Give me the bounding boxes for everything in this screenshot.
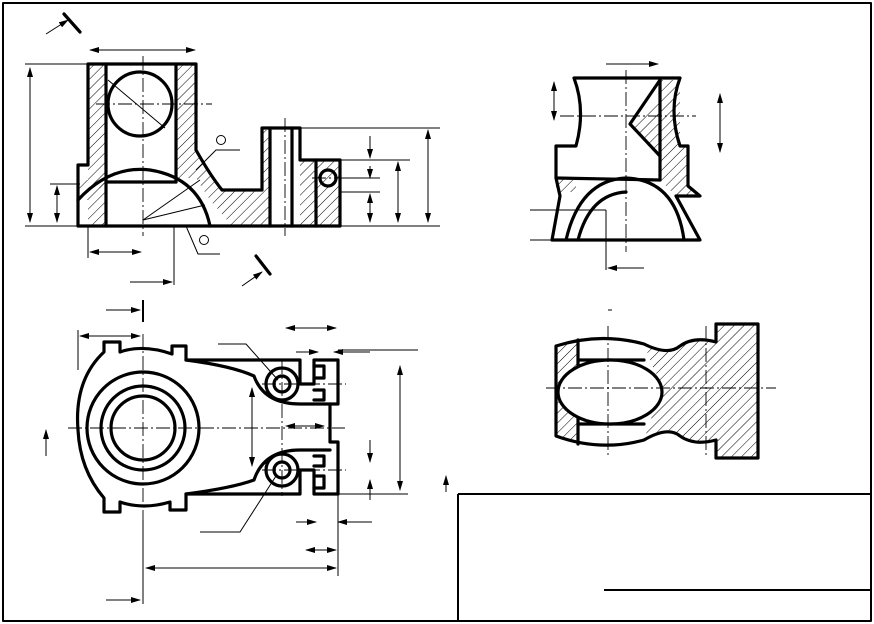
section-oval-bore: [556, 358, 664, 426]
top-leader-upper: [218, 343, 279, 381]
front-leader-1: [142, 179, 201, 221]
front-section-view: [25, 12, 440, 287]
side-arch-inner: [576, 190, 628, 242]
front-note-circle-a: [216, 135, 226, 145]
top-lug-upper: [184, 358, 332, 406]
front-leader-5: [195, 149, 240, 171]
section-mark-top-arrow: [45, 19, 69, 35]
side-step-line: [554, 176, 662, 182]
front-hatch-right-wall: [176, 64, 270, 226]
top-slot-lower: [312, 454, 326, 490]
section-mark-top-stroke: [62, 12, 82, 34]
top-lug-lower: [184, 448, 332, 496]
front-leader-4: [185, 225, 220, 255]
section-outline: [554, 322, 760, 460]
top-outline: [75, 340, 340, 514]
front-note-circle-b: [199, 235, 209, 245]
side-hatch-right: [630, 80, 700, 196]
top-view: [43, 300, 449, 604]
side-arch-outer: [564, 176, 686, 242]
top-slot-upper: [312, 364, 326, 402]
front-base-arc: [76, 167, 212, 228]
front-leader-3: [107, 79, 166, 129]
side-outline: [550, 76, 702, 242]
front-hatch-left-wall: [88, 64, 106, 188]
section-hatch-right: [644, 324, 758, 458]
side-section-view: [530, 61, 723, 271]
side-cone-line: [628, 78, 662, 158]
title-block: [457, 493, 871, 621]
front-leader-2: [142, 204, 206, 221]
side-hatch-left: [556, 178, 576, 192]
top-leader-lower: [200, 475, 277, 533]
section-view: [546, 309, 776, 460]
front-hatch-boss: [300, 160, 340, 226]
section-mark-bottom-stroke: [254, 254, 272, 276]
section-mark-bottom-arrow: [241, 271, 263, 287]
